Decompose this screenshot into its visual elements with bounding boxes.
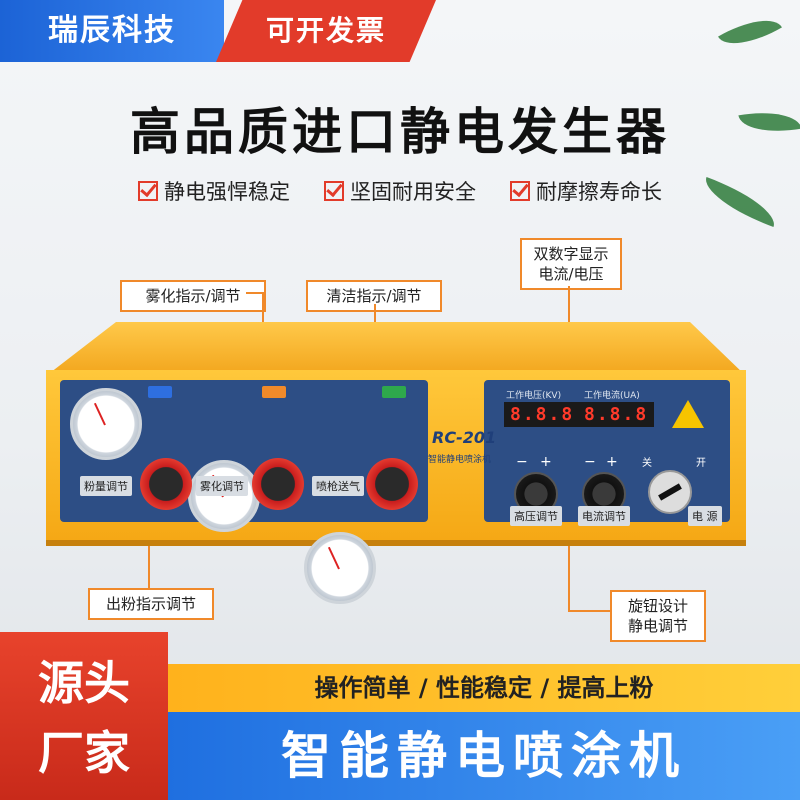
pressure-gauge-icon [70, 388, 142, 460]
callout-text: 电流/电压 [538, 265, 604, 283]
slogan-banner: 操作简单 / 性能稳定 / 提高上粉 [168, 664, 800, 712]
kv-label: 工作电压(KV) [506, 391, 562, 401]
plus-mark: + [606, 454, 618, 470]
pressure-gauge-icon [188, 460, 260, 532]
check-icon [510, 181, 530, 201]
leaf-decoration [718, 6, 782, 58]
source-line: 源头 [38, 656, 130, 710]
gauge-label: 雾化调节 [196, 476, 248, 496]
indicator-light [382, 386, 406, 398]
feature-text: 耐摩擦寿命长 [536, 180, 662, 204]
power-label: 电 源 [688, 506, 722, 526]
feature-item: 坚固耐用安全 [324, 176, 476, 206]
feature-text: 静电强悍稳定 [164, 180, 290, 204]
callout-text: 旋钮设计 [627, 597, 688, 615]
model-subtitle: 智能静电喷涂机 [428, 455, 492, 465]
indicator-light [262, 386, 286, 398]
feature-text: 坚固耐用安全 [350, 180, 476, 204]
gauge-label: 喷枪送气 [312, 476, 364, 496]
model-name: RC-201 [432, 428, 497, 447]
headline: 高品质进口静电发生器 [130, 103, 670, 161]
callout-atomize: 雾化指示/调节 [120, 280, 266, 312]
minus-mark: − [516, 454, 528, 470]
pressure-gauge-icon [304, 532, 376, 604]
power-switch[interactable] [648, 470, 692, 514]
on-mark: 开 [696, 458, 706, 469]
callout-text: 双数字显示 [533, 245, 609, 263]
current-display: 8.8.8 [578, 402, 655, 427]
feature-item: 静电强悍稳定 [138, 176, 290, 206]
plus-mark: + [540, 454, 552, 470]
callout-line [568, 610, 612, 612]
current-label: 电流调节 [578, 506, 630, 526]
invoice-badge: 可开发票 [216, 0, 436, 62]
callout-line [568, 490, 570, 612]
callout-powder: 出粉指示调节 [88, 588, 214, 620]
check-icon [138, 181, 158, 201]
feature-list: 静电强悍稳定 坚固耐用安全 耐摩擦寿命长 [0, 176, 800, 206]
callout-knob: 旋钮设计 静电调节 [610, 590, 706, 642]
atomize-regulator-knob[interactable] [252, 458, 304, 510]
off-mark: 关 [642, 458, 652, 469]
source-factory-badge: 源头 厂家 [0, 632, 168, 800]
callout-text: 静电调节 [627, 617, 688, 635]
voltage-display: 8.8.8 [504, 402, 581, 427]
indicator-light [148, 386, 172, 398]
gauge-label: 粉量调节 [80, 476, 132, 496]
callout-display: 双数字显示 电流/电压 [520, 238, 622, 290]
high-voltage-warning-icon [672, 400, 704, 428]
ua-label: 工作电流(UA) [584, 391, 640, 401]
feature-item: 耐摩擦寿命长 [510, 176, 662, 206]
product-name-banner: 智能静电喷涂机 [168, 712, 800, 800]
brand-name: 瑞辰科技 [0, 0, 224, 62]
check-icon [324, 181, 344, 201]
callout-line [246, 292, 264, 294]
machine-top [46, 322, 746, 376]
minus-mark: − [584, 454, 596, 470]
air-regulator-knob[interactable] [366, 458, 418, 510]
source-line: 厂家 [38, 726, 130, 780]
hv-label: 高压调节 [510, 506, 562, 526]
powder-regulator-knob[interactable] [140, 458, 192, 510]
switch-lever [658, 483, 682, 501]
